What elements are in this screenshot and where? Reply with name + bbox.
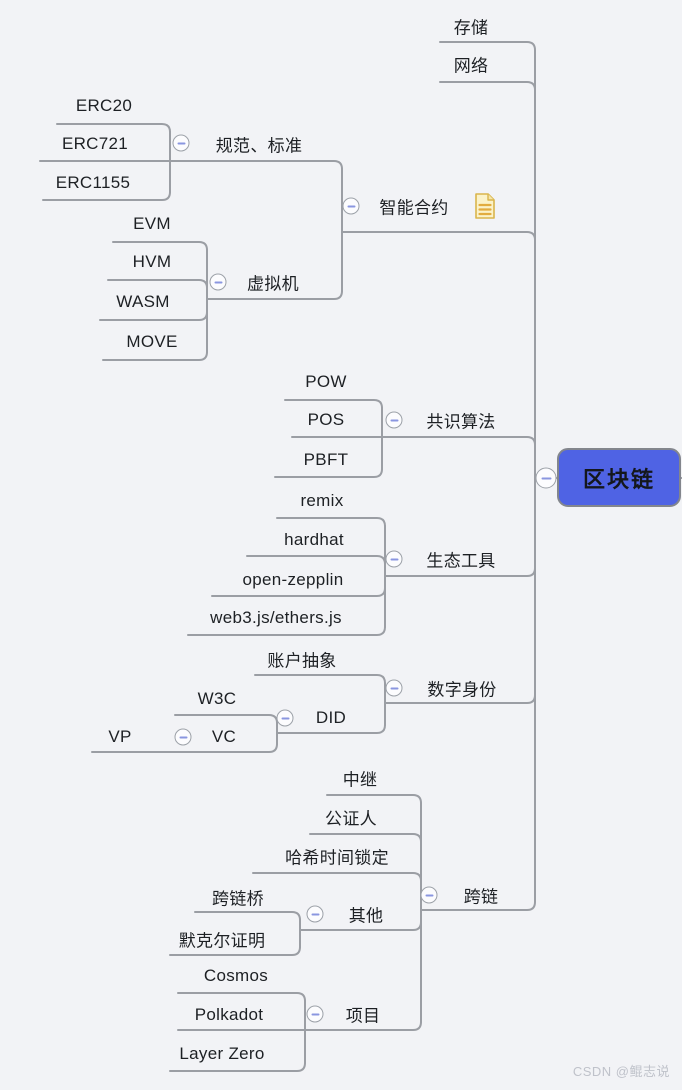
topic-pbft[interactable]: PBFT	[303, 450, 349, 469]
topic-pos[interactable]: POS	[307, 410, 345, 429]
collapse-icon-cross-chain[interactable]	[420, 886, 438, 904]
collapse-icon-other[interactable]	[306, 905, 324, 923]
topic-remix[interactable]: remix	[300, 491, 344, 510]
collapse-icon-digital-identity[interactable]	[385, 679, 403, 697]
topic-digital-identity[interactable]: 数字身份	[427, 680, 497, 700]
collapse-icon-projects[interactable]	[306, 1005, 324, 1023]
topic-hardhat[interactable]: hardhat	[284, 530, 344, 549]
collapse-icon-consensus[interactable]	[385, 411, 403, 429]
topic-did[interactable]: DID	[315, 708, 347, 727]
spine-line	[420, 41, 536, 911]
topic-polkadot[interactable]: Polkadot	[194, 1005, 264, 1024]
topic-open-zepplin[interactable]: open-zepplin	[242, 570, 344, 589]
topic-smart-contract[interactable]: 智能合约	[379, 198, 449, 218]
topic-layer-zero[interactable]: Layer Zero	[179, 1044, 265, 1063]
collapse-icon-vc[interactable]	[174, 728, 192, 746]
topic-move[interactable]: MOVE	[126, 332, 178, 351]
watermark: CSDN @鲲志说	[572, 1064, 670, 1079]
collapse-icon-eco-tools[interactable]	[385, 550, 403, 568]
topic-w3c[interactable]: W3C	[197, 689, 237, 708]
collapse-icon-virtual-machine[interactable]	[209, 273, 227, 291]
root-topic-label: 区块链	[582, 466, 655, 492]
collapse-icon-root[interactable]	[535, 467, 557, 489]
topic-web3-ethers[interactable]: web3.js/ethers.js	[210, 608, 342, 627]
topic-erc20[interactable]: ERC20	[75, 96, 133, 115]
topic-erc1155[interactable]: ERC1155	[55, 173, 131, 192]
topic-other[interactable]: 其他	[348, 906, 384, 926]
topic-vp[interactable]: VP	[108, 727, 132, 746]
topic-storage[interactable]: 存储	[453, 18, 489, 38]
topic-notary[interactable]: 公证人	[325, 809, 377, 829]
topic-cosmos[interactable]: Cosmos	[203, 966, 269, 985]
topic-erc721[interactable]: ERC721	[61, 134, 129, 153]
topic-hash-time-lock[interactable]: 哈希时间锁定	[285, 848, 389, 868]
root-topic-blockchain[interactable]: 区块链	[557, 448, 681, 507]
collapse-icon-specs-standards[interactable]	[172, 134, 190, 152]
topic-vc[interactable]: VC	[211, 727, 237, 746]
topic-pow[interactable]: POW	[305, 372, 347, 391]
topic-network[interactable]: 网络	[453, 56, 489, 76]
collapse-icon-did[interactable]	[276, 709, 294, 727]
topic-relay[interactable]: 中继	[342, 770, 378, 790]
note-icon[interactable]	[474, 193, 496, 219]
topic-wasm[interactable]: WASM	[116, 292, 170, 311]
topic-virtual-machine[interactable]: 虚拟机	[247, 274, 299, 294]
topic-specs-standards[interactable]: 规范、标准	[215, 136, 303, 156]
topic-eco-tools[interactable]: 生态工具	[426, 551, 496, 571]
collapse-icon-smart-contract[interactable]	[342, 197, 360, 215]
topic-hvm[interactable]: HVM	[132, 252, 172, 271]
topic-cross-chain-bridge[interactable]: 跨链桥	[212, 889, 264, 909]
topic-merkle-proof[interactable]: 默克尔证明	[178, 931, 266, 951]
topic-projects[interactable]: 项目	[345, 1006, 381, 1026]
topic-cross-chain[interactable]: 跨链	[463, 887, 499, 907]
topic-consensus[interactable]: 共识算法	[426, 412, 496, 432]
topic-account-abstraction[interactable]: 账户抽象	[267, 651, 337, 671]
topic-evm[interactable]: EVM	[133, 214, 171, 233]
